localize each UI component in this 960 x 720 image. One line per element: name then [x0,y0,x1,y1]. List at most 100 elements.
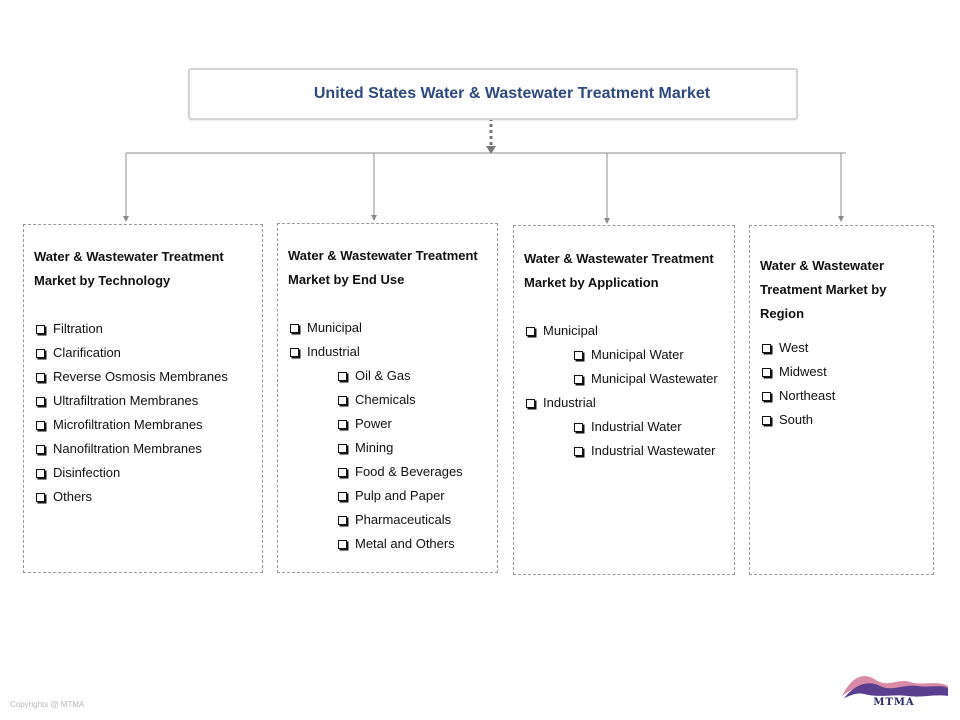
list-item-label: Municipal [307,320,362,335]
mtma-logo: MTMA [838,668,950,712]
checkbox-bullet-icon [574,374,583,384]
list-item-label: West [779,340,809,355]
sub-list-item: Industrial Water [524,415,734,439]
checkbox-bullet-icon [338,443,347,453]
segment-title-line: Water & Wastewater Treatment [524,251,714,266]
sub-list-item: Oil & Gas [288,364,497,388]
list-item-label: Industrial [543,395,596,410]
segment-title-line: Region [760,306,805,321]
checkbox-bullet-icon [338,491,347,501]
checkbox-bullet-icon [290,323,299,333]
segment-title-line: Market by Technology [34,273,171,288]
list-item: Midwest [760,360,933,384]
list-item-label: Industrial [307,344,360,359]
checkbox-bullet-icon [338,539,347,549]
list-item-label: Municipal [543,323,598,338]
sub-list-item: Municipal Water [524,343,734,367]
segment-title-line: Water & Wastewater [760,258,885,273]
checkbox-bullet-icon [338,515,347,525]
title-box: United States Water & Wastewater Treatme… [188,68,798,120]
list-item-label: Nanofiltration Membranes [53,441,202,456]
sub-list-item: Pharmaceuticals [288,508,497,532]
list-item: Disinfection [34,461,262,485]
list-item: Filtration [34,317,262,341]
list-item: Municipal [288,316,497,340]
list-item: South [760,408,933,432]
copyright-text: Copyrights @ MTMA [10,700,85,709]
list-item: West [760,336,933,360]
list-item: Industrial [288,340,497,364]
checkbox-bullet-icon [762,415,771,425]
list-item-label: Microfiltration Membranes [53,417,203,432]
segment-title-line: Treatment Market by [760,282,887,297]
checkbox-bullet-icon [36,444,45,454]
list-item-label: Ultrafiltration Membranes [53,393,199,408]
list-item: Municipal [524,319,734,343]
logo-wave-icon [842,676,948,698]
list-item-label: Filtration [53,321,103,336]
list-item-label: Pharmaceuticals [355,512,452,527]
list-item: Microfiltration Membranes [34,413,262,437]
checkbox-bullet-icon [574,422,583,432]
list-item-label: Reverse Osmosis Membranes [53,369,228,384]
sub-list-item: Municipal Wastewater [524,367,734,391]
diagram-title: United States Water & Wastewater Treatme… [313,85,711,102]
sub-list-item: Chemicals [288,388,497,412]
checkbox-bullet-icon [338,371,347,381]
checkbox-bullet-icon [36,468,45,478]
list-item-label: Metal and Others [355,536,455,551]
list-item-label: Northeast [779,388,836,403]
checkbox-bullet-icon [290,347,299,357]
checkbox-bullet-icon [762,367,771,377]
sub-list-item: Industrial Wastewater [524,439,734,463]
checkbox-bullet-icon [36,324,45,334]
segment-title-line: Market by End Use [288,272,405,287]
logo-text: MTMA [873,697,915,708]
list-item-label: Municipal Wastewater [591,371,718,386]
stem-arrowhead [486,146,496,154]
list-item-label: Pulp and Paper [355,488,445,503]
sub-list-item: Metal and Others [288,532,497,556]
checkbox-bullet-icon [338,395,347,405]
list-item: Clarification [34,341,262,365]
checkbox-bullet-icon [36,396,45,406]
sub-list-item: Power [288,412,497,436]
checkbox-bullet-icon [526,398,535,408]
list-item-label: Municipal Water [591,347,684,362]
sub-list-item: Mining [288,436,497,460]
list-item-label: Mining [355,440,394,455]
list-item-label: Industrial Wastewater [591,443,716,458]
checkbox-bullet-icon [338,467,347,477]
checkbox-bullet-icon [526,326,535,336]
checkbox-bullet-icon [762,343,771,353]
list-item-label: Food & Beverages [355,464,463,479]
list-item-label: Chemicals [355,392,416,407]
sub-list-item: Food & Beverages [288,460,497,484]
checkbox-bullet-icon [36,420,45,430]
list-item-label: Industrial Water [591,419,682,434]
list-item-label: Oil & Gas [355,368,411,383]
list-item-label: Midwest [779,364,827,379]
segment-title-line: Market by Application [524,275,659,290]
checkbox-bullet-icon [36,492,45,502]
list-item: Industrial [524,391,734,415]
list-item-label: South [779,412,813,427]
list-item: Northeast [760,384,933,408]
list-item: Others [34,485,262,509]
checkbox-bullet-icon [36,372,45,382]
list-item-label: Clarification [53,345,121,360]
checkbox-bullet-icon [762,391,771,401]
list-item: Ultrafiltration Membranes [34,389,262,413]
list-item: Nanofiltration Membranes [34,437,262,461]
list-item-label: Power [355,416,392,431]
checkbox-bullet-icon [574,350,583,360]
